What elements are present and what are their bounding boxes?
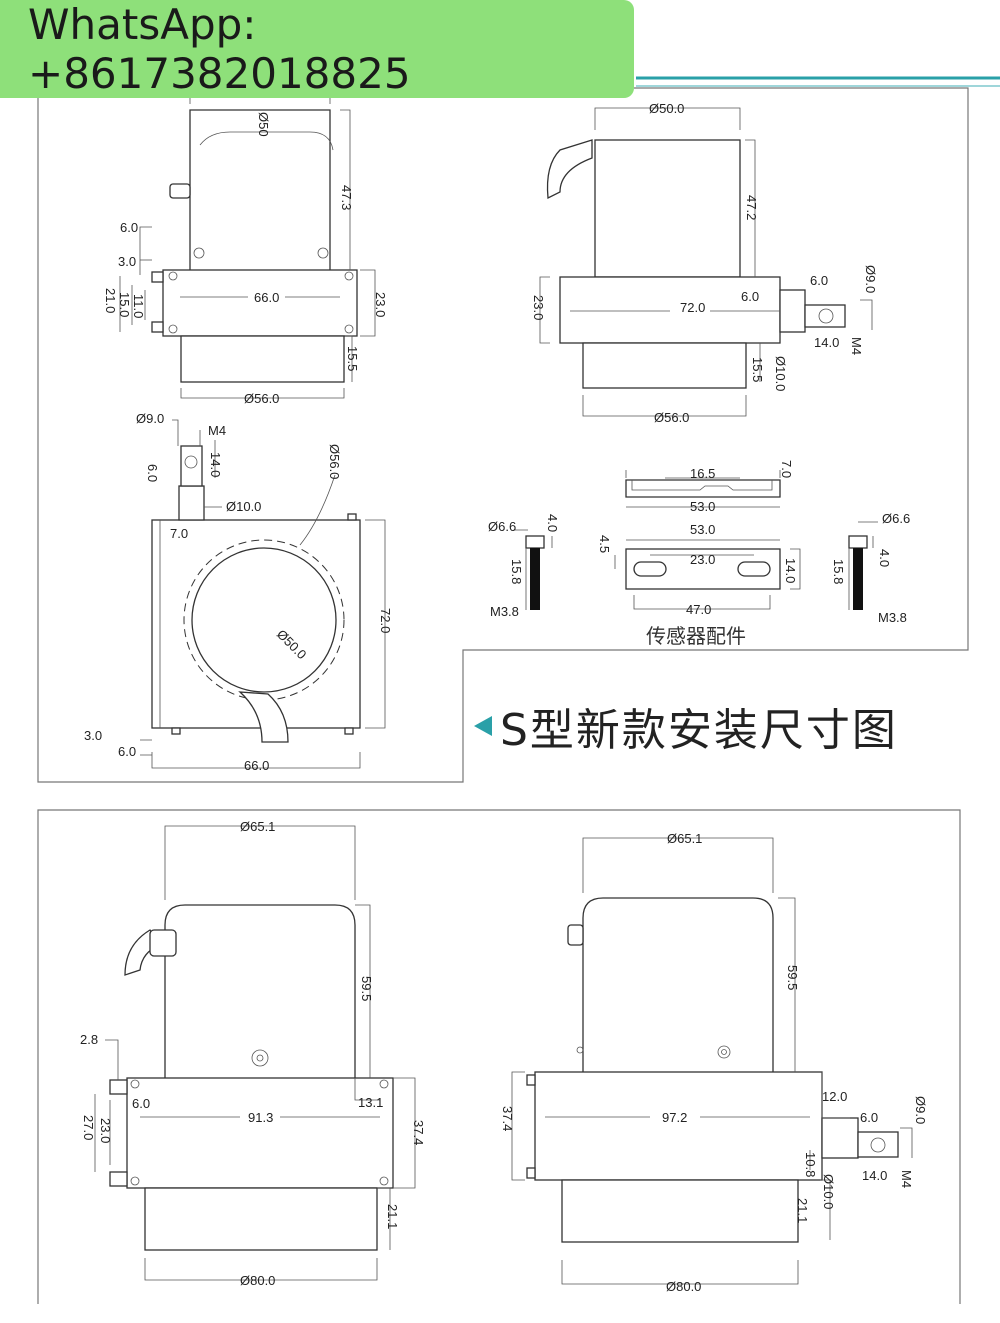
s-side-d14: 14.0 (814, 335, 839, 350)
s-side-dia56: Ø56.0 (654, 410, 689, 425)
screw-right-dia: Ø6.6 (882, 511, 910, 526)
bracket-d23: 23.0 (690, 552, 715, 567)
s-top-d7: 7.0 (170, 526, 188, 541)
l-front-dia80: Ø80.0 (240, 1273, 275, 1288)
s-top-d9: Ø9.0 (136, 411, 164, 426)
accessory-bracket: 16.5 7.0 53.0 53.0 4.5 23.0 14.0 47.0 (597, 460, 801, 617)
l-side-d6: 6.0 (860, 1110, 878, 1125)
s-front-d155: 15.5 (345, 346, 360, 371)
s-top-d6: 6.0 (145, 464, 160, 482)
l-front-d27: 27.0 (81, 1115, 96, 1140)
s-side-len: 72.0 (680, 300, 705, 315)
l-side-d9: Ø9.0 (913, 1096, 928, 1124)
l-front-d131: 13.1 (358, 1095, 383, 1110)
s-top-width: 66.0 (244, 758, 269, 773)
s-top-dia56: Ø56.0 (327, 444, 342, 479)
l-side-d14: 14.0 (862, 1168, 887, 1183)
screw-left-dia: Ø6.6 (488, 519, 516, 534)
l-front-flange-h: 37.4 (411, 1120, 426, 1145)
s-side-m4: M4 (849, 337, 864, 355)
s-side-d9: Ø9.0 (863, 265, 878, 293)
triangle-icon (474, 716, 492, 736)
l-front-view: Ø65.1 59.5 2.8 6.0 91.3 13.1 27.0 23.0 3… (80, 819, 426, 1288)
screw-left-thread: M3.8 (490, 604, 519, 619)
s-front-d3: 3.0 (118, 254, 136, 269)
accessory-caption: 传感器配件 (646, 624, 746, 648)
l-front-d211: 21.1 (385, 1204, 400, 1229)
screw-right-h: 4.0 (877, 549, 892, 567)
s-front-d21: 21.0 (103, 288, 118, 313)
s-front-height-dim: 47.3 (339, 185, 354, 210)
s-side-d10: Ø10.0 (773, 356, 788, 391)
l-side-d12: 12.0 (822, 1089, 847, 1104)
l-side-top-dim: Ø65.1 (667, 831, 702, 846)
bracket-d14: 14.0 (783, 558, 798, 583)
bracket-d165: 16.5 (690, 466, 715, 481)
bracket-d7: 7.0 (779, 460, 794, 478)
l-side-d211: 21.1 (795, 1198, 810, 1223)
screw-left-len: 15.8 (509, 559, 524, 584)
s-front-flange-h: 23.0 (373, 292, 388, 317)
s-front-d6: 6.0 (120, 220, 138, 235)
s-top-d14: 14.0 (208, 452, 223, 477)
section-title: S型新款安装尺寸图 (474, 696, 898, 756)
l-front-d28: 2.8 (80, 1032, 98, 1047)
bracket-d53b: 53.0 (690, 522, 715, 537)
accessory-screw-right: Ø6.6 4.0 15.8 M3.8 (831, 511, 910, 625)
s-front-dia56: Ø56.0 (244, 391, 279, 406)
l-side-d108: 10.8 (803, 1152, 818, 1177)
s-front-d11: 11.0 (131, 294, 146, 318)
whatsapp-text: WhatsApp: +8617382018825 (28, 0, 411, 98)
s-front-width: 66.0 (254, 290, 279, 305)
s-side-view: Ø50.0 47.2 6.0 6.0 Ø9.0 72.0 23.0 14.0 M… (531, 101, 878, 425)
l-side-view: Ø65.1 59.5 37.4 97.2 12.0 6.0 Ø9.0 10.8 … (500, 831, 928, 1294)
l-front-d6: 6.0 (132, 1096, 150, 1111)
screw-left-h: 4.0 (545, 514, 560, 532)
s-front-top-dim: Ø50 (256, 112, 271, 137)
l-side-height-dim: 59.5 (785, 965, 800, 990)
l-front-d23: 23.0 (98, 1118, 113, 1143)
s-top-d6b: 6.0 (118, 744, 136, 759)
l-side-d10: Ø10.0 (821, 1174, 836, 1209)
s-side-d6a: 6.0 (810, 273, 828, 288)
s-side-height-dim: 47.2 (744, 195, 759, 220)
s-side-d155: 15.5 (750, 357, 765, 382)
s-top-m4: M4 (208, 423, 226, 438)
upper-frame (37, 76, 1000, 783)
whatsapp-banner: WhatsApp: +8617382018825 (0, 0, 634, 98)
l-front-height-dim: 59.5 (359, 976, 374, 1001)
s-top-d72: 72.0 (378, 608, 393, 633)
l-side-len: 97.2 (662, 1110, 687, 1125)
accessory-screw-left: Ø6.6 4.0 15.8 M3.8 (488, 514, 560, 619)
l-side-m4: M4 (899, 1170, 914, 1188)
l-side-dia80: Ø80.0 (666, 1279, 701, 1294)
s-top-d3: 3.0 (84, 728, 102, 743)
l-front-top-dim: Ø65.1 (240, 819, 275, 834)
bracket-d45: 4.5 (597, 535, 612, 553)
screw-right-len: 15.8 (831, 559, 846, 584)
s-side-top-dim: Ø50.0 (649, 101, 684, 116)
bracket-d47: 47.0 (686, 602, 711, 617)
lower-frame (37, 809, 961, 1304)
screw-right-thread: M3.8 (878, 610, 907, 625)
bracket-d53a: 53.0 (690, 499, 715, 514)
s-top-d10: Ø10.0 (226, 499, 261, 514)
l-side-flange-h: 37.4 (500, 1106, 515, 1131)
s-front-view: Ø50 47.3 6.0 3.0 21.0 15.0 11.0 66.0 23.… (103, 95, 388, 406)
s-side-d6b: 6.0 (741, 289, 759, 304)
l-front-width: 91.3 (248, 1110, 273, 1125)
s-front-d15: 15.0 (117, 292, 132, 317)
s-side-flange-h: 23.0 (531, 295, 546, 320)
section-title-text: S型新款安装尺寸图 (500, 705, 898, 756)
s-top-view: Ø9.0 M4 6.0 14.0 Ø10.0 Ø56.0 7.0 72.0 Ø5… (84, 411, 393, 773)
